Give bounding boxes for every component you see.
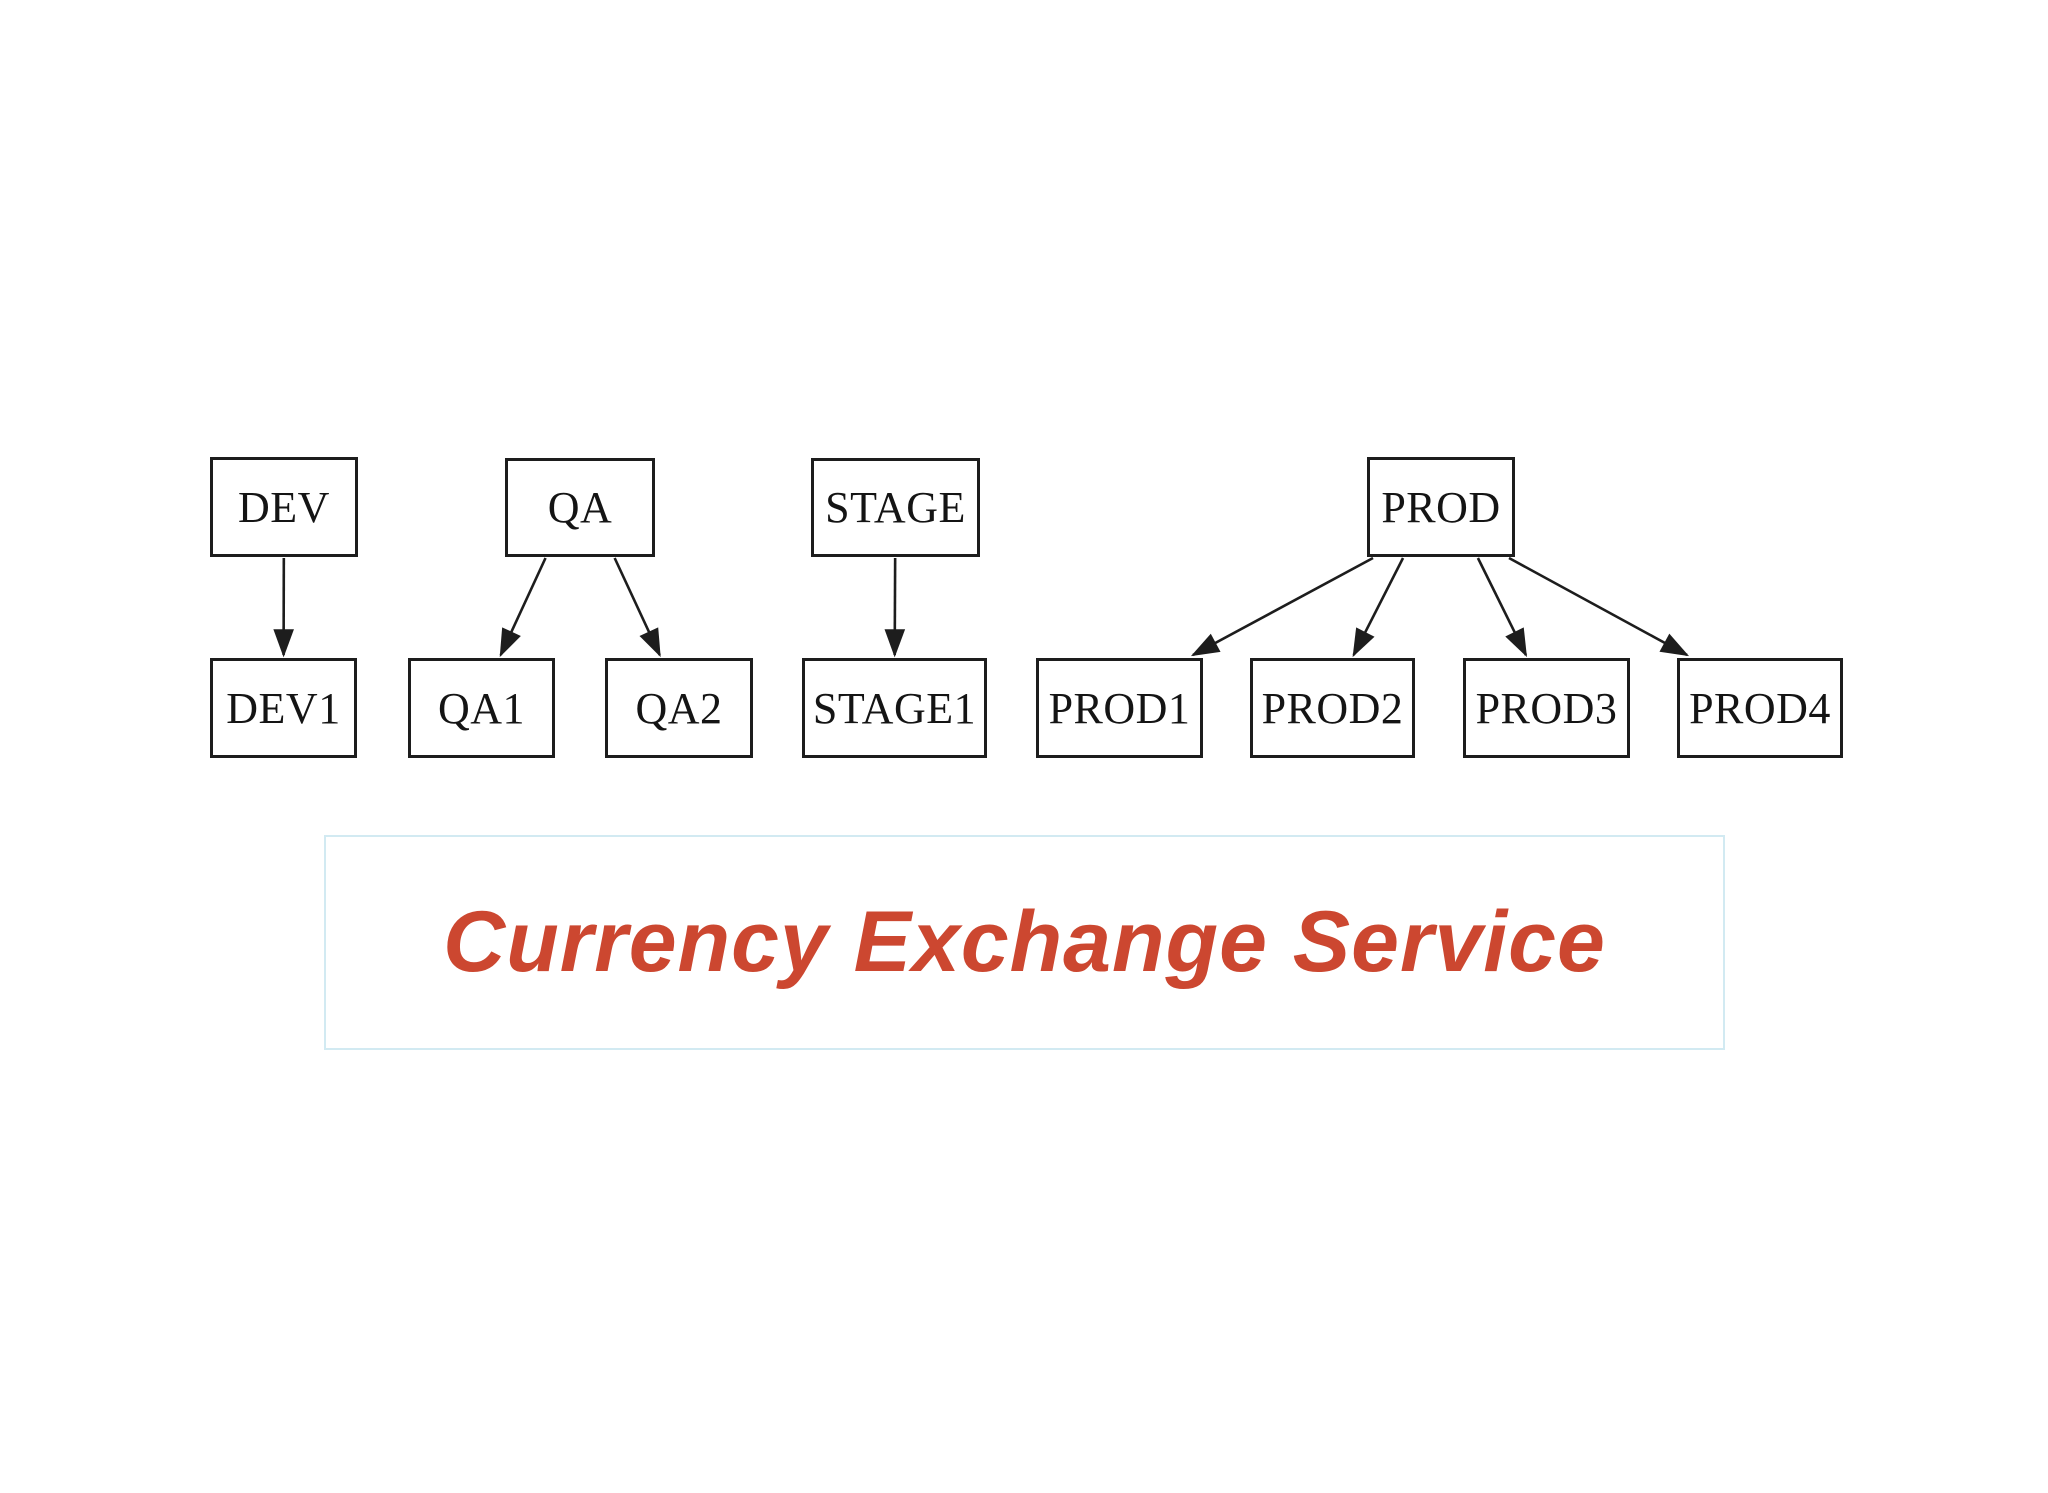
node-dev1: DEV1 (210, 658, 357, 758)
edge-qa-qa2 (613, 557, 661, 658)
node-label: PROD (1381, 482, 1501, 532)
edge-prod-prod2 (1352, 557, 1405, 658)
node-stage: STAGE (811, 458, 980, 557)
node-label: PROD2 (1261, 683, 1404, 733)
node-prod3: PROD3 (1463, 658, 1630, 758)
node-qa2: QA2 (605, 658, 753, 758)
node-prod4: PROD4 (1677, 658, 1843, 758)
node-label: DEV1 (226, 683, 341, 733)
node-label: QA1 (437, 683, 526, 733)
edge-prod-prod4 (1508, 556, 1690, 657)
node-label: QA (547, 483, 613, 532)
node-prod2: PROD2 (1250, 658, 1415, 758)
node-qa: QA (505, 458, 655, 557)
caption-box: Currency Exchange Service (324, 835, 1725, 1050)
node-stage1: STAGE1 (802, 658, 987, 758)
edge-qa-qa1 (499, 557, 547, 658)
node-prod1: PROD1 (1036, 658, 1203, 758)
caption-label: Currency Exchange Service (443, 894, 1606, 990)
node-label: QA2 (635, 683, 723, 733)
edge-prod-prod1 (1190, 556, 1374, 657)
node-qa1: QA1 (408, 658, 555, 758)
node-label: PROD4 (1689, 683, 1831, 733)
node-label: PROD3 (1475, 683, 1618, 733)
node-label: STAGE1 (812, 683, 977, 733)
node-dev: DEV (210, 457, 358, 557)
node-prod: PROD (1367, 457, 1515, 557)
diagram-edges (273, 556, 1690, 658)
node-label: PROD1 (1048, 683, 1191, 733)
node-label: DEV (238, 482, 330, 532)
node-label: STAGE (825, 483, 966, 532)
edge-prod-prod3 (1476, 557, 1528, 658)
